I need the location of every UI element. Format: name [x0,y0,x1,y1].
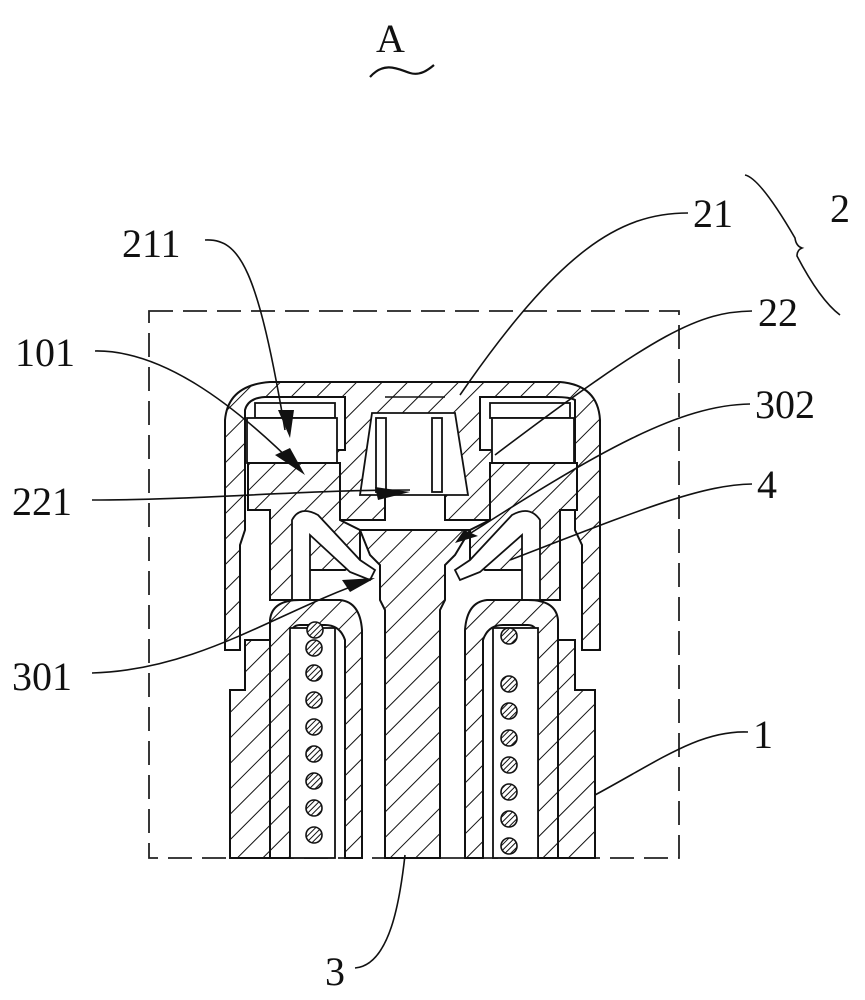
spring-arm [291,510,541,601]
callout-101: 101 [15,330,75,375]
callout-21: 21 [693,191,733,236]
callout-4: 4 [757,462,777,507]
view-label: A [376,16,405,61]
view-tilde-mark [369,64,435,78]
arrow-221 [375,487,410,500]
arrow-211 [278,410,294,438]
upper-cavity-left [254,402,336,419]
arrow-101 [275,448,305,475]
cavity-211-right [491,417,575,464]
callout-22: 22 [758,290,798,335]
spring-coils-right [500,627,518,855]
pin-right [431,417,443,493]
arrow-302 [455,530,478,543]
callout-211: 211 [122,221,181,266]
callout-302: 302 [755,382,815,427]
spring-cavity-left [289,627,336,859]
callout-301: 301 [12,654,72,699]
arrow-301 [342,578,375,592]
callout-2: 2 [830,186,850,231]
upper-cavity-right [489,402,571,419]
spring-coils-left [305,621,324,844]
callout-221: 221 [12,479,72,524]
callout-1: 1 [753,712,773,757]
spring-sleeve-left [269,599,363,859]
pin-left [375,417,387,493]
callout-3: 3 [325,949,345,994]
outer-housing [229,639,596,859]
brace-2 [744,174,841,316]
leaders [91,174,841,969]
center-plunger [358,529,472,859]
